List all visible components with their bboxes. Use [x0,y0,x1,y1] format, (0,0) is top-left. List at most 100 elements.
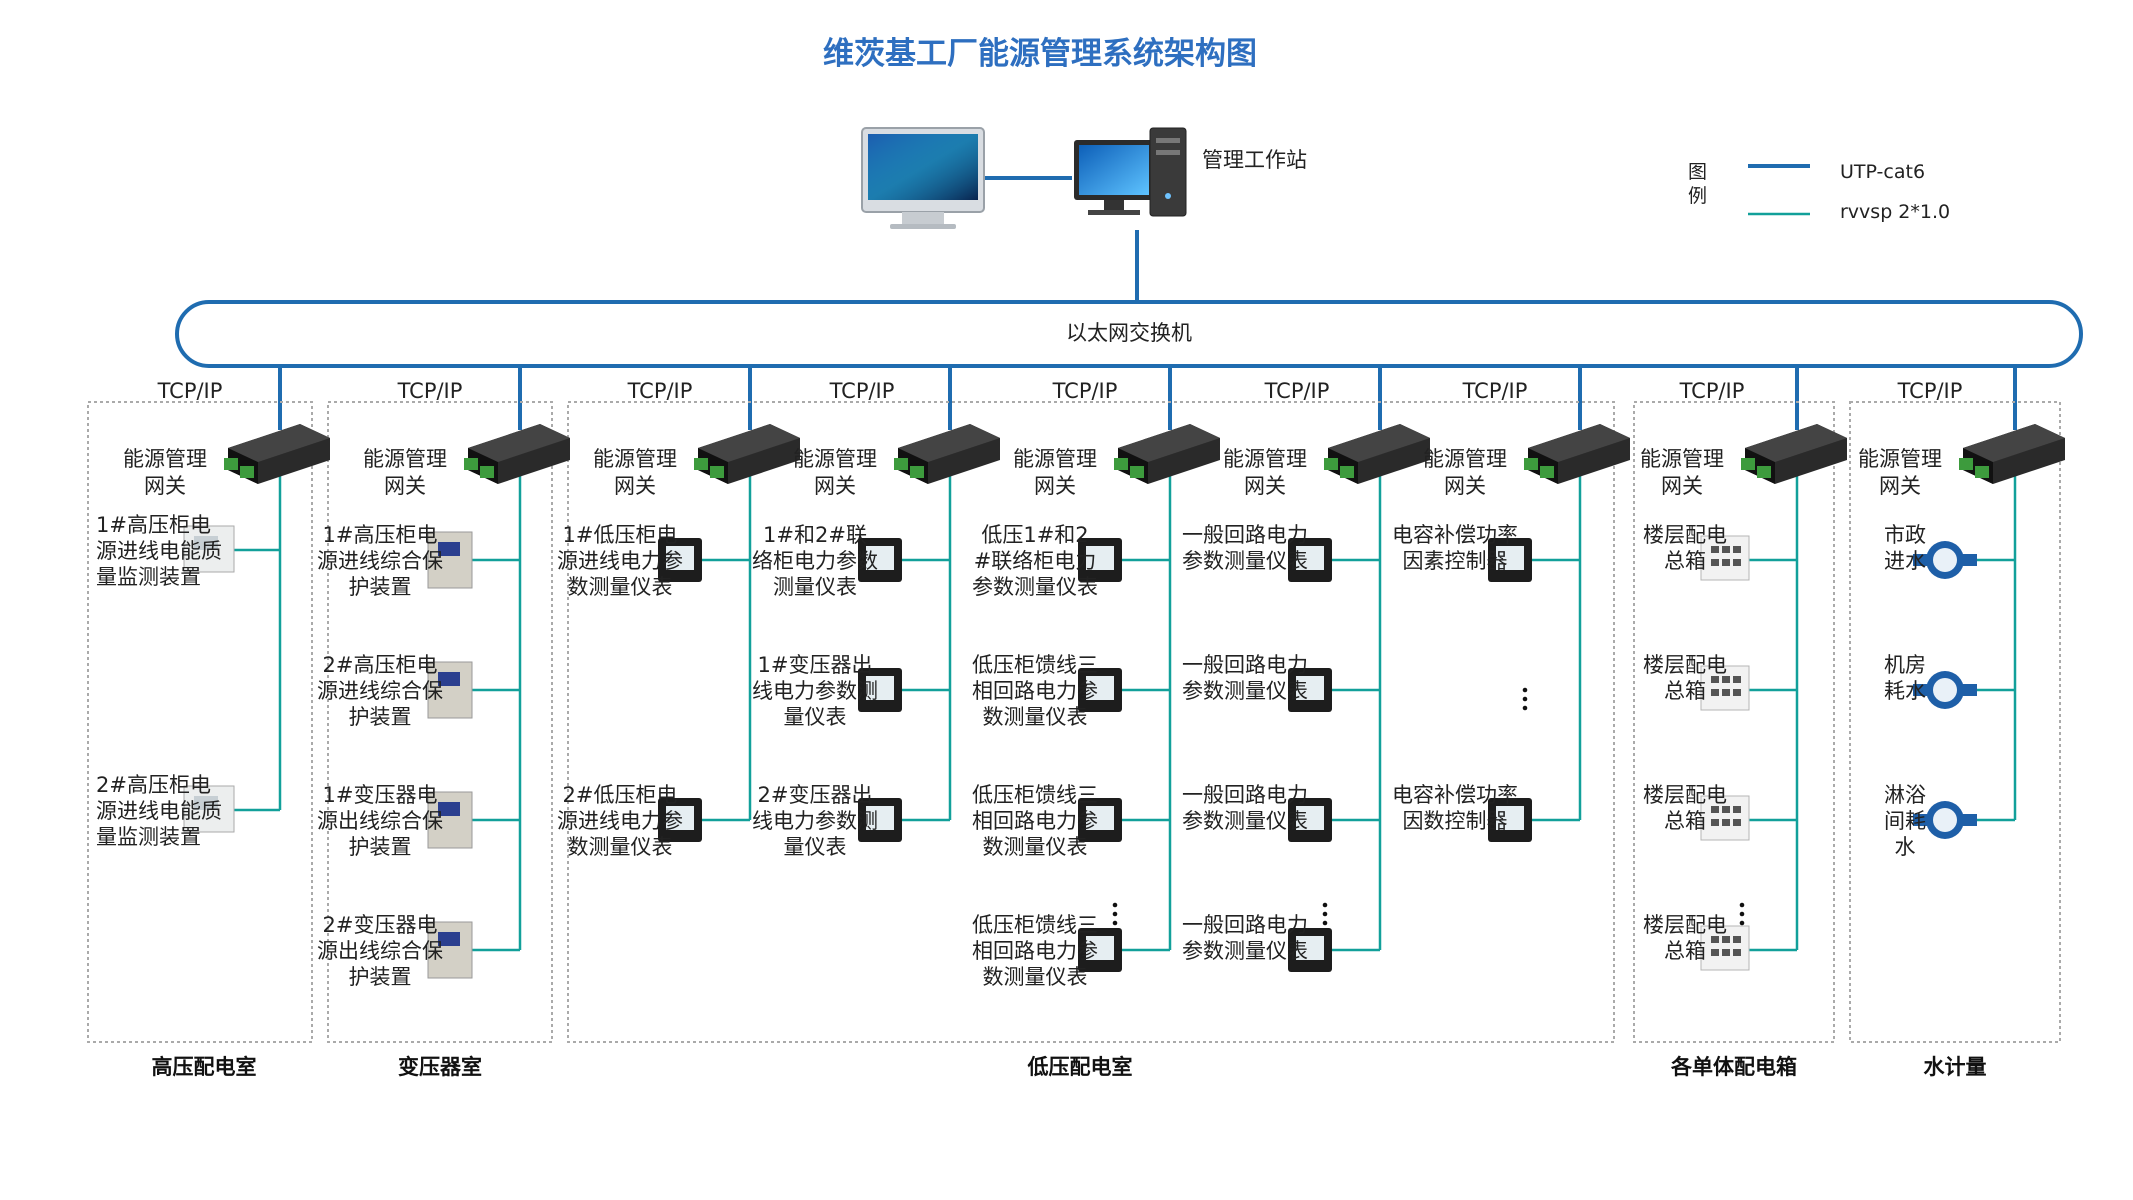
power-meter-icon [1288,798,1332,842]
gateway-label-line: 能源管理 [1858,447,1942,471]
gateway-label-line: 网关 [614,474,656,498]
device-label-line: 低压柜馈线三 [972,783,1098,807]
device-label-line: 1#变压器电 [323,783,438,807]
gateway-label-line: 能源管理 [1223,447,1307,471]
device-label-line: 进水 [1884,549,1926,573]
gateway-icon [224,424,330,484]
device-label: 淋浴间耗水 [1884,783,1926,859]
device-label: 楼层配电总箱 [1643,783,1727,833]
device-label: 2#高压柜电源进线综合保护装置 [317,653,443,729]
legend-rvvsp-label: rvvsp 2*1.0 [1840,201,1950,223]
device-label-line: 1#和2#联 [763,523,867,547]
device-label-line: 源进线电能质 [96,539,222,563]
gateway-label-8: 能源管理网关 [1640,447,1724,498]
gateway-label-9: 能源管理网关 [1858,447,1942,498]
device-label: 1#高压柜电源进线电能质量监测装置 [96,513,222,589]
workstation-label: 管理工作站 [1202,148,1307,172]
legend-utp-label: UTP-cat6 [1840,161,1925,183]
gateway-label-5: 能源管理网关 [1013,447,1097,498]
gateway-label-line: 能源管理 [363,447,447,471]
device-label-line: 数测量仪表 [983,965,1088,989]
section-box-3 [567,401,1615,1043]
power-meter-icon [1288,538,1332,582]
device-label-line: 一般回路电力 [1182,913,1308,937]
device-label-line: 参数测量仪表 [1182,939,1308,963]
device-label-line: 线电力参数测 [752,679,878,703]
gateway-icon [1324,424,1430,484]
section-label-2: 变压器室 [398,1055,482,1079]
ellipsis-dot [1322,920,1328,926]
water-meter-icon [1913,801,1977,839]
device-label: 低压柜馈线三相回路电力参数测量仪表 [972,783,1098,859]
device-label-line: 低压柜馈线三 [972,653,1098,677]
gateway-icon [1741,424,1847,484]
workstation-icon [1074,127,1187,217]
gateway-label-line: 网关 [1444,474,1486,498]
device-label-line: #联络柜电力 [974,549,1097,573]
gateway-icon [894,424,1000,484]
distribution-box-icon [1700,795,1750,841]
ellipsis-dot [1522,696,1528,702]
legend-title-char-1: 图 [1688,161,1707,183]
water-meter-icon [1913,671,1977,709]
ellipsis-dot [1322,902,1328,908]
ellipsis-dot [1522,687,1528,693]
device-label-line: 线电力参数测 [752,809,878,833]
device-label-line: 总箱 [1664,939,1706,963]
gateway-label-line: 网关 [144,474,186,498]
tcpip-label-5: TCP/IP [1052,379,1118,403]
gateway-label-line: 网关 [1661,474,1703,498]
protection-relay-icon [427,921,473,979]
device-label-line: 总箱 [1664,679,1706,703]
device-label-line: 量监测装置 [96,565,201,589]
device-label: 一般回路电力参数测量仪表 [1182,653,1308,703]
device-label-line: 一般回路电力 [1182,523,1308,547]
device-label: 1#变压器电源出线综合保护装置 [317,783,443,859]
device-label-line: 楼层配电 [1643,783,1727,807]
device-label-line: 低压1#和2 [981,523,1088,547]
section-box-1 [87,401,313,1043]
device-label: 1#高压柜电源进线综合保护装置 [317,523,443,599]
device-label-line: 相回路电力参 [972,809,1098,833]
power-quality-monitor-icon [183,785,235,833]
gateway-label-4: 能源管理网关 [793,447,877,498]
gateway-label-line: 网关 [1034,474,1076,498]
device-label: 2#变压器电源出线综合保护装置 [317,913,443,989]
device-label-line: 低压柜馈线三 [972,913,1098,937]
power-meter-icon [658,538,702,582]
device-label: 电容补偿功率因素控制器 [1392,523,1518,573]
device-label: 2#低压柜电源进线电力参数测量仪表 [557,783,683,859]
device-label-line: 电容补偿功率 [1392,523,1518,547]
device-label: 低压柜馈线三相回路电力参数测量仪表 [972,913,1098,989]
device-label-line: 数测量仪表 [568,575,673,599]
section-label-5: 水计量 [1924,1055,1987,1079]
device-label: 2#变压器出线电力参数测量仪表 [752,783,878,859]
gateway-label-line: 能源管理 [793,447,877,471]
diagram-title: 维茨基工厂能源管理系统架构图 [823,36,1257,72]
water-meter-icon [1913,541,1977,579]
device-label-line: 总箱 [1664,809,1706,833]
ellipsis-dot [1739,911,1745,917]
device-label-line: 量仪表 [784,835,847,859]
device-label-line: 参数测量仪表 [972,575,1098,599]
device-label-line: 楼层配电 [1643,913,1727,937]
device-label-line: 楼层配电 [1643,653,1727,677]
ellipsis-dot [1112,902,1118,908]
device-label-line: 量仪表 [784,705,847,729]
tcpip-label-6: TCP/IP [1264,379,1330,403]
power-meter-icon [858,538,902,582]
protection-relay-icon [427,791,473,849]
tcpip-label-1: TCP/IP [157,379,223,403]
device-label-line: 源进线电能质 [96,799,222,823]
device-label-line: 1#高压柜电 [96,513,211,537]
gateway-label-line: 能源管理 [593,447,677,471]
device-label: 低压柜馈线三相回路电力参数测量仪表 [972,653,1098,729]
device-label: 楼层配电总箱 [1643,653,1727,703]
device-label: 电容补偿功率因数控制器 [1392,783,1518,833]
tcpip-label-7: TCP/IP [1462,379,1528,403]
tcpip-label-4: TCP/IP [829,379,895,403]
power-factor-controller-icon [1488,798,1532,842]
device-label-line: 相回路电力参 [972,679,1098,703]
gateway-label-line: 网关 [384,474,426,498]
device-label-line: 数测量仪表 [568,835,673,859]
